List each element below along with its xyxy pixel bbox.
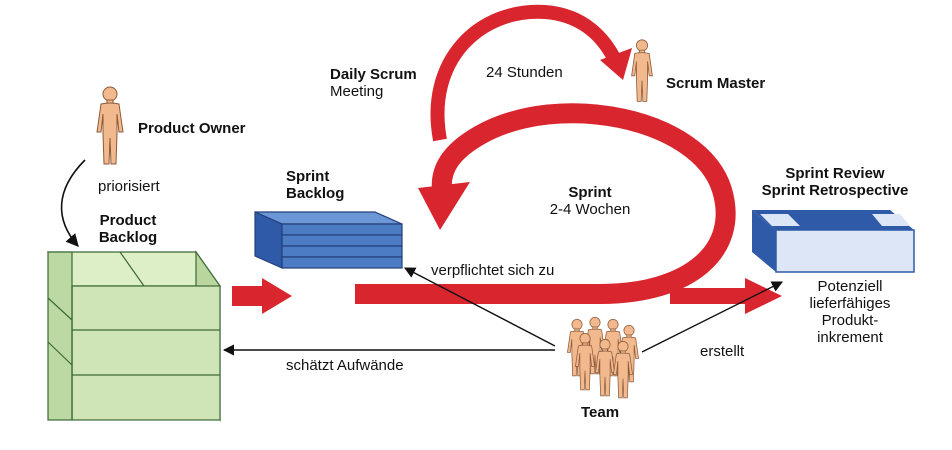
sprint-retro-label: Sprint Retrospective	[761, 182, 909, 199]
team-label: Team	[581, 404, 620, 421]
product-backlog-stack	[46, 250, 222, 422]
sprint-loop-arrow	[355, 103, 736, 304]
prioritize-arrow	[60, 159, 86, 247]
product-backlog-label-1: Product	[99, 212, 157, 229]
product-owner-label: Product Owner	[138, 120, 246, 137]
sprint-review-label: Sprint Review	[785, 165, 885, 182]
increment-label-2: lieferfähiges	[809, 295, 891, 312]
sprint-title-label: Sprint	[568, 184, 612, 201]
daily-scrum-sub: Meeting	[330, 83, 384, 100]
sprint-backlog-label-2: Backlog	[286, 185, 345, 202]
daily-scrum-loop-arrow	[430, 4, 622, 142]
team-figures	[567, 317, 639, 399]
increment-label-3: Produkt-	[821, 312, 879, 329]
daily-scrum-title: Daily Scrum	[330, 66, 417, 83]
sprint-to-increment-arrow	[670, 278, 782, 314]
backlog-to-sprint-arrow	[232, 278, 292, 314]
commit-label: verpflichtet sich zu	[431, 262, 555, 279]
sprint-backlog-label-1: Sprint	[286, 168, 330, 185]
sprint-backlog-stack	[254, 211, 403, 269]
product-increment-box	[752, 210, 915, 273]
scrum-master-figure	[631, 39, 653, 102]
product-owner-figure	[96, 86, 124, 165]
commit-arrow	[404, 267, 556, 347]
product-backlog-label-2: Backlog	[98, 229, 158, 246]
sprint-loop-arrowhead	[418, 182, 470, 230]
hours-label: 24 Stunden	[486, 64, 563, 81]
increment-label-4: inkrement	[817, 329, 883, 346]
estimate-label: schätzt Aufwände	[286, 357, 404, 374]
scrum-master-label: Scrum Master	[666, 75, 766, 92]
prioritize-label: priorisiert	[98, 178, 160, 195]
create-arrow	[641, 281, 784, 353]
sprint-duration-label: 2-4 Wochen	[549, 201, 631, 218]
increment-label-1: Potenziell	[817, 278, 883, 295]
daily-scrum-arrowhead	[600, 48, 632, 80]
create-label: erstellt	[700, 343, 745, 360]
